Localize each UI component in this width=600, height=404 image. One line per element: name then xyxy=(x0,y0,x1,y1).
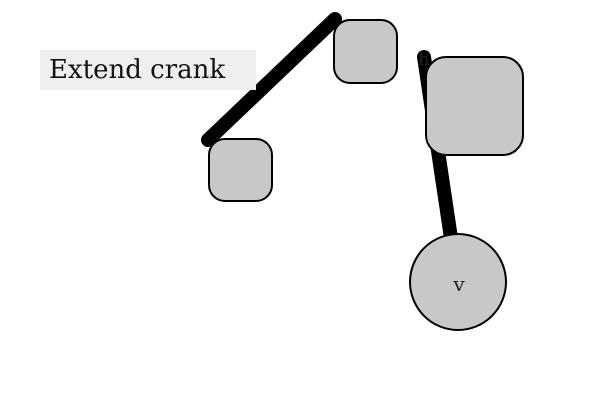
instruction-label: Extend crank xyxy=(40,50,256,90)
round-handle-label: v xyxy=(452,272,465,296)
left-square-handle[interactable] xyxy=(208,138,273,202)
joint-h-label: h xyxy=(418,49,430,70)
top-square-handle[interactable] xyxy=(333,19,398,84)
left-crank-arm[interactable] xyxy=(201,12,342,147)
large-square-handle[interactable] xyxy=(425,56,524,156)
round-handle[interactable] xyxy=(409,233,507,331)
